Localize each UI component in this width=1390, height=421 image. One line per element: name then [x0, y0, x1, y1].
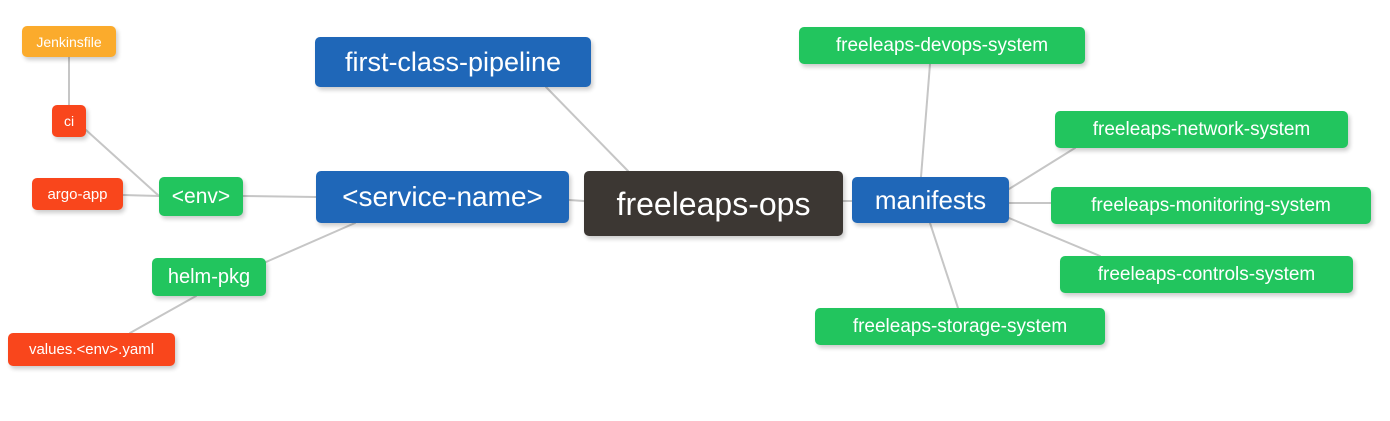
edge-values-yaml-to-helm-pkg [129, 295, 197, 334]
edge-env-to-service-name [242, 195, 317, 198]
node-label-env: <env> [171, 185, 231, 208]
node-helm-pkg[interactable]: helm-pkg [152, 258, 266, 296]
node-jenkinsfile[interactable]: Jenkinsfile [22, 26, 116, 57]
node-manifests[interactable]: manifests [852, 177, 1009, 223]
edge-manifests-to-freeleaps-storage-system [929, 222, 959, 309]
edge-helm-pkg-to-service-name [265, 222, 356, 263]
node-label-freeleaps-ops: freeleaps-ops [616, 185, 811, 222]
node-first-class-pipeline[interactable]: first-class-pipeline [315, 37, 591, 87]
node-label-freeleaps-devops-system: freeleaps-devops-system [835, 35, 1049, 56]
node-freeleaps-network-system[interactable]: freeleaps-network-system [1055, 111, 1348, 148]
node-label-freeleaps-storage-system: freeleaps-storage-system [852, 316, 1068, 337]
node-label-first-class-pipeline: first-class-pipeline [344, 46, 562, 77]
edge-service-name-to-freeleaps-ops [568, 199, 585, 202]
node-label-service-name: <service-name> [342, 181, 543, 212]
edge-manifests-to-freeleaps-network-system [1008, 147, 1076, 190]
node-freeleaps-devops-system[interactable]: freeleaps-devops-system [799, 27, 1085, 64]
node-label-values-yaml: values.<env>.yaml [28, 341, 155, 358]
node-label-freeleaps-monitoring-system: freeleaps-monitoring-system [1091, 195, 1331, 216]
node-label-jenkinsfile: Jenkinsfile [36, 33, 102, 50]
node-argo-app[interactable]: argo-app [32, 178, 123, 210]
node-ci[interactable]: ci [52, 105, 86, 137]
node-freeleaps-ops[interactable]: freeleaps-ops [584, 171, 843, 236]
node-label-ci: ci [63, 113, 75, 129]
edge-manifests-to-freeleaps-devops-system [920, 63, 931, 178]
node-freeleaps-storage-system[interactable]: freeleaps-storage-system [815, 308, 1105, 345]
node-label-argo-app: argo-app [47, 185, 108, 203]
node-label-manifests: manifests [874, 185, 987, 215]
node-values-yaml[interactable]: values.<env>.yaml [8, 333, 175, 366]
edge-argo-app-to-env [122, 194, 160, 197]
node-freeleaps-controls-system[interactable]: freeleaps-controls-system [1060, 256, 1353, 293]
edge-first-class-pipeline-to-freeleaps-ops [545, 86, 629, 172]
node-freeleaps-monitoring-system[interactable]: freeleaps-monitoring-system [1051, 187, 1371, 224]
node-label-freeleaps-controls-system: freeleaps-controls-system [1097, 264, 1316, 285]
node-env[interactable]: <env> [159, 177, 243, 216]
node-label-helm-pkg: helm-pkg [167, 266, 251, 288]
node-label-freeleaps-network-system: freeleaps-network-system [1092, 119, 1311, 140]
node-service-name[interactable]: <service-name> [316, 171, 569, 223]
